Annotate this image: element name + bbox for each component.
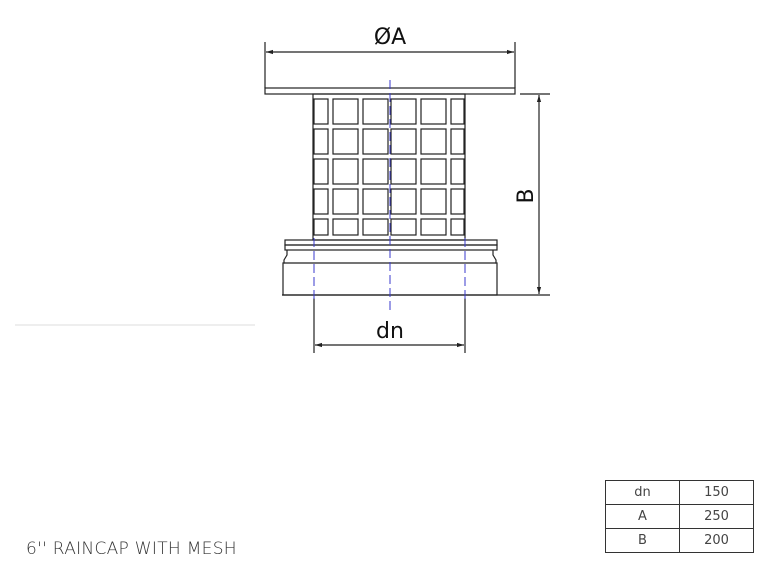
mesh-cell — [390, 188, 417, 215]
mesh-cell — [420, 158, 447, 185]
mesh-cell — [390, 128, 417, 155]
drawing-title: 6'' RAINCAP WITH MESH — [26, 539, 237, 559]
mesh-cell — [313, 188, 329, 215]
mesh-cell — [390, 98, 417, 125]
mesh-cell — [332, 158, 359, 185]
collar — [282, 239, 500, 296]
mesh-cell — [450, 218, 465, 236]
dimension-b — [500, 93, 550, 296]
label-diameter-a: ØA — [374, 25, 406, 50]
mesh-cell — [450, 158, 465, 185]
param-cell: A — [605, 504, 680, 529]
value-cell: 250 — [679, 504, 754, 529]
mesh-cell — [362, 188, 389, 215]
mesh-cell — [332, 98, 359, 125]
param-cell: B — [605, 528, 680, 553]
mesh-cell — [450, 188, 465, 215]
mesh-cell — [450, 128, 465, 155]
mesh-cell — [420, 128, 447, 155]
mesh-cell — [332, 218, 359, 236]
label-height-b: B — [514, 188, 539, 203]
mesh-cell — [420, 188, 447, 215]
mesh-cell — [362, 128, 389, 155]
mesh-cell — [362, 98, 389, 125]
param-cell: dn — [605, 480, 680, 505]
mesh-body — [312, 93, 466, 241]
dimension-dn — [313, 298, 466, 353]
label-dn: dn — [376, 319, 404, 344]
mesh-cell — [313, 218, 329, 236]
mesh-cell — [450, 98, 465, 125]
mesh-cell — [313, 128, 329, 155]
dimension-a — [264, 42, 516, 88]
mesh-cell — [362, 218, 389, 236]
mesh-cell — [420, 98, 447, 125]
mesh-cell — [362, 158, 389, 185]
value-cell: 200 — [679, 528, 754, 553]
mesh-cell — [420, 218, 447, 236]
mesh-cell — [390, 218, 417, 236]
value-cell: 150 — [679, 480, 754, 505]
mesh-cell — [332, 128, 359, 155]
centerlines — [313, 80, 466, 310]
mesh-cell — [332, 188, 359, 215]
mesh-cell — [313, 158, 329, 185]
mesh-cell — [313, 98, 329, 125]
mesh-cell — [390, 158, 417, 185]
